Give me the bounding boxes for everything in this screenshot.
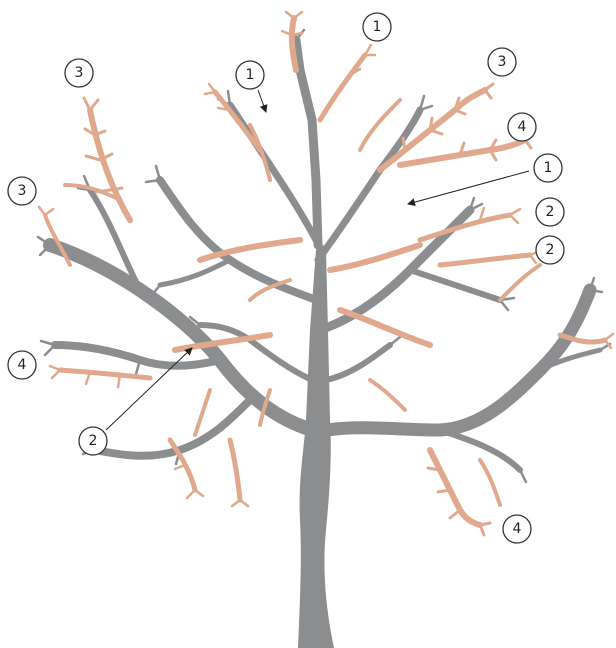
callout-c10: 4: [8, 351, 36, 379]
callout-c3: 3: [65, 59, 93, 87]
callout-number: 3: [18, 183, 27, 199]
callout-c7: 3: [8, 177, 36, 205]
callout-number: 2: [89, 433, 98, 449]
callout-number: 1: [373, 19, 382, 35]
callout-number: 4: [513, 521, 522, 537]
callout-c1: 1: [363, 13, 391, 41]
callout-number: 2: [546, 204, 555, 220]
callout-number: 2: [546, 242, 555, 258]
callout-number: 4: [518, 119, 527, 135]
callout-c6: 1: [534, 154, 562, 182]
callout-number: 1: [246, 67, 255, 83]
callout-c2: 1: [236, 61, 264, 89]
callout-number: 3: [498, 54, 507, 70]
callout-number: 3: [75, 65, 84, 81]
callout-c8: 2: [536, 198, 564, 226]
callout-c4: 3: [488, 48, 516, 76]
leader-line-2: [408, 171, 529, 204]
callout-c5: 4: [508, 113, 536, 141]
callout-c12: 4: [503, 515, 531, 543]
leader-line-1: [258, 90, 266, 112]
callout-number: 1: [544, 160, 553, 176]
callout-number: 4: [18, 357, 27, 373]
callout-c11: 2: [79, 427, 107, 455]
callout-c9: 2: [536, 236, 564, 264]
